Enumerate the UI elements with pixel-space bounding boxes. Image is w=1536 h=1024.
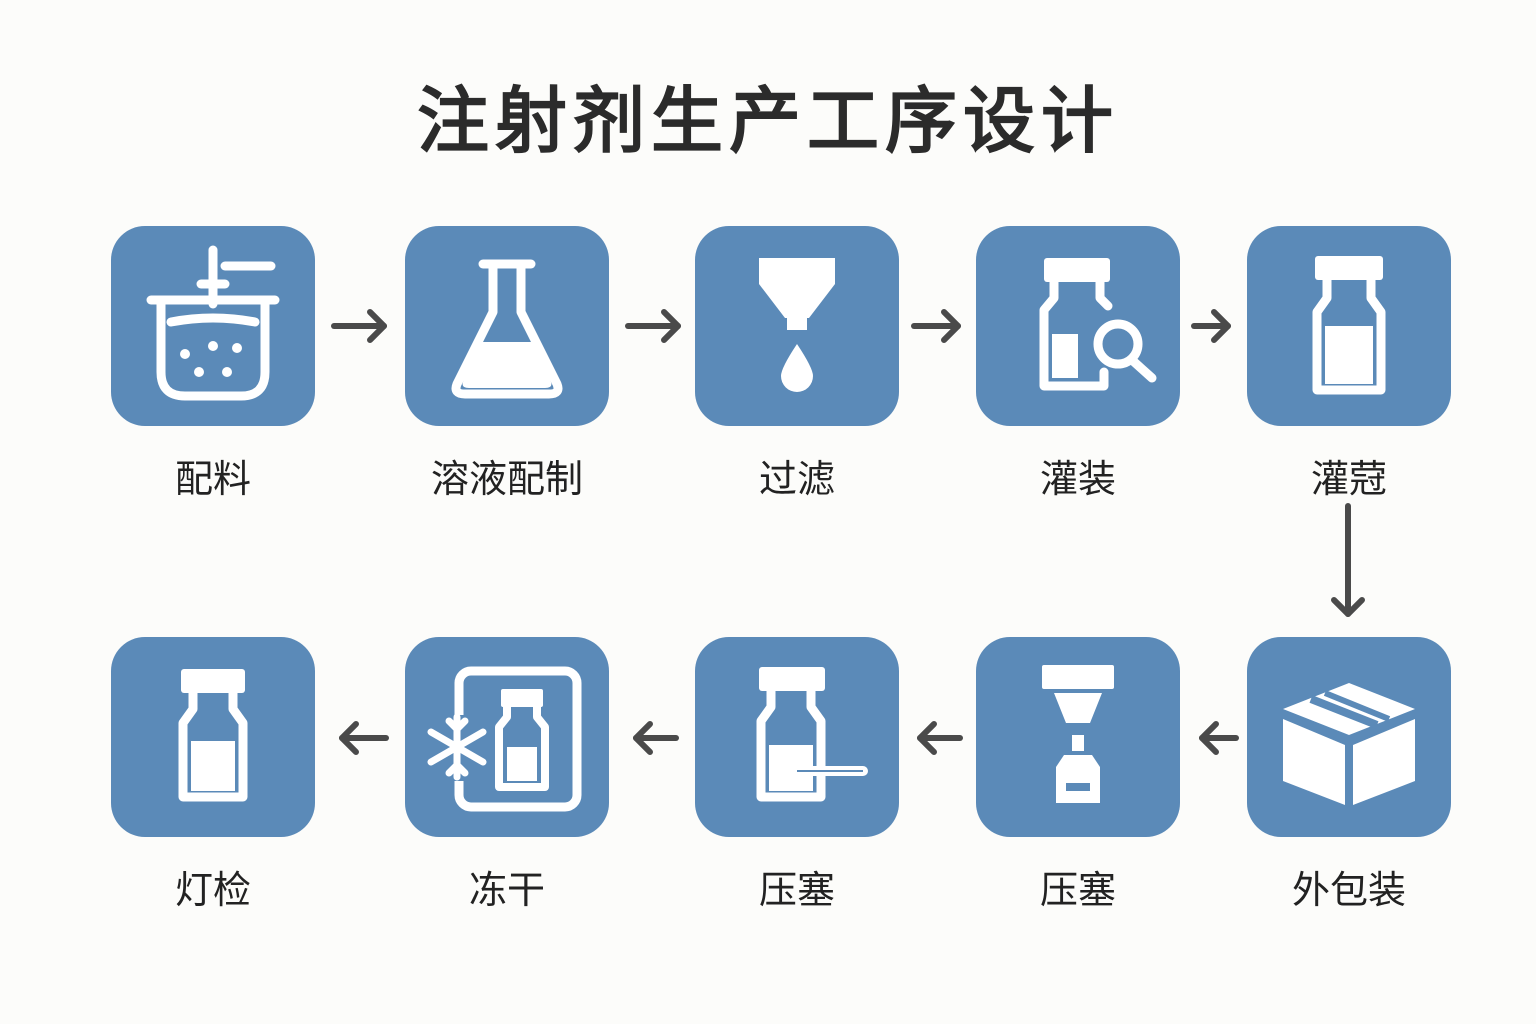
- arrow-right-icon: [1191, 309, 1231, 343]
- step-label: 外包装: [1291, 868, 1406, 912]
- arrow-left-icon: [917, 721, 963, 755]
- stopper-press-icon: [1042, 665, 1114, 803]
- step-label: 配料: [174, 457, 251, 501]
- step-label: 灯检: [174, 868, 251, 912]
- arrow-left-icon: [633, 721, 679, 755]
- step-filling: 灌装: [976, 226, 1180, 501]
- step-tile: [111, 226, 315, 426]
- step-label: 压塞: [758, 868, 835, 912]
- step-label: 灌蒄: [1310, 457, 1387, 501]
- funnel-icon: [759, 258, 835, 392]
- vial-inspect-icon: [1039, 258, 1157, 391]
- step-tile: [976, 226, 1180, 426]
- step-tile: [976, 637, 1180, 837]
- arrow-down-icon: [1331, 503, 1365, 617]
- step-label: 过滤: [758, 457, 835, 501]
- step-batching: 配料: [111, 226, 315, 501]
- step-label: 冻干: [468, 868, 545, 912]
- vial-icon: [1312, 256, 1386, 395]
- arrow-left-icon: [339, 721, 389, 755]
- step-tile: [111, 637, 315, 837]
- arrow-right-icon: [625, 309, 681, 343]
- step-tile: [1247, 226, 1451, 426]
- step-stoppering-2: 压塞: [695, 637, 899, 912]
- step-filling-2: 灌蒄: [1247, 226, 1451, 501]
- vial-stopper-icon: [756, 667, 868, 802]
- step-tile: [695, 226, 899, 426]
- step-solution-prep: 溶液配制: [405, 226, 609, 501]
- step-outer-packaging: 外包装: [1247, 637, 1451, 912]
- arrow-left-icon: [1199, 721, 1239, 755]
- arrow-right-icon: [331, 309, 387, 343]
- step-tile: [1247, 637, 1451, 837]
- step-tile: [405, 637, 609, 837]
- step-filtration: 过滤: [695, 226, 899, 501]
- box-icon: [1283, 683, 1415, 805]
- step-tile: [695, 637, 899, 837]
- arrow-right-icon: [911, 309, 961, 343]
- step-label: 灌装: [1039, 457, 1116, 501]
- flask-icon: [451, 259, 563, 399]
- mixing-tank-icon: [146, 245, 280, 401]
- step-label: 压塞: [1039, 868, 1116, 912]
- freeze-dry-icon: [425, 666, 582, 812]
- step-freeze-drying: 冻干: [405, 637, 609, 912]
- snowflake-icon: [427, 713, 487, 781]
- step-light-inspection: 灯检: [111, 637, 315, 912]
- page-title: 注射剂生产工序设计: [416, 79, 1119, 163]
- vial-lamp-icon: [178, 669, 248, 802]
- step-stoppering: 压塞: [976, 637, 1180, 912]
- step-tile: [405, 226, 609, 426]
- step-label: 溶液配制: [430, 457, 583, 501]
